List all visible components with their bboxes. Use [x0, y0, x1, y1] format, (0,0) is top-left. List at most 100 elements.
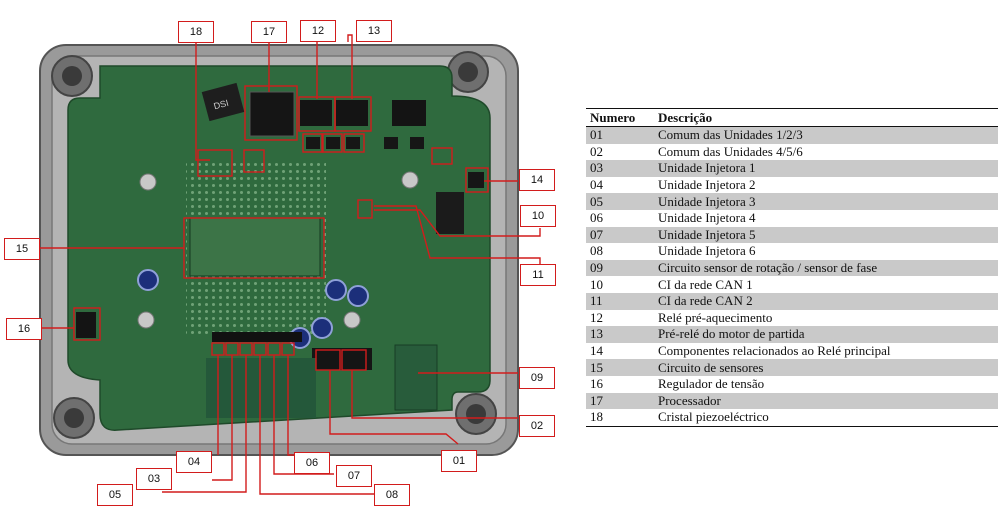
callout-15: 15 [4, 238, 40, 260]
board-screw [343, 311, 361, 329]
mosfet [384, 137, 398, 149]
callout-07: 07 [336, 465, 372, 487]
legend-row-number: 05 [586, 193, 654, 210]
legend-row-description: Unidade Injetora 3 [654, 193, 998, 210]
legend-row-number: 17 [586, 392, 654, 410]
mount-hole-bl-inner [64, 408, 84, 428]
callout-08: 08 [374, 484, 410, 506]
mosfet [306, 137, 320, 149]
legend-row: 12 Relé pré-aquecimento [586, 310, 998, 327]
callout-12: 12 [300, 20, 336, 42]
legend-row-number: 12 [590, 309, 603, 325]
mosfet [346, 137, 360, 149]
legend-row: 16 Regulador de tensão [586, 376, 998, 393]
callout-16: 16 [6, 318, 42, 340]
sensor-circuit-09 [394, 344, 438, 411]
legend-row-number: 14 [590, 343, 603, 359]
legend-row-number: 03 [586, 160, 654, 177]
board-screw [137, 311, 155, 329]
legend-header-number: Numero [586, 108, 654, 127]
legend-row-description: CI da rede CAN 2 [654, 292, 998, 310]
legend-row-description: Componentes relacionados ao Relé princip… [658, 343, 891, 359]
dsi-chip [201, 82, 245, 122]
legend-row: 14 Componentes relacionados ao Relé princ… [586, 343, 998, 360]
legend-row-description: Processador [654, 392, 998, 410]
callout-18: 18 [178, 21, 214, 43]
legend-header-description: Descrição [654, 108, 998, 127]
legend-row-number: 09 [586, 259, 654, 277]
callout-06: 06 [294, 452, 330, 474]
legend-row-number: 04 [590, 177, 603, 193]
injector-driver-row [212, 332, 302, 342]
callout-14: 14 [519, 169, 555, 191]
callout-10: 10 [520, 205, 556, 227]
legend-row: 02 Comum das Unidades 4/5/6 [586, 144, 998, 161]
leader-lines [38, 34, 541, 495]
callout-13: 13 [356, 20, 392, 42]
legend-row-number: 16 [590, 376, 603, 392]
legend-row-description: Regulador de tensão [658, 376, 765, 392]
legend-row: 04 Unidade Injetora 2 [586, 177, 998, 194]
callout-09: 09 [519, 367, 555, 389]
connector-bank [436, 192, 464, 234]
relay-block [336, 100, 368, 126]
ecu-board-diagram: DSI [38, 34, 541, 495]
legend-row-number: 06 [590, 210, 603, 226]
relay-block [300, 100, 332, 126]
legend-row-description: Unidade Injetora 6 [658, 243, 756, 259]
legend-row-description: Pré-relé do motor de partida [654, 326, 998, 343]
callout-05: 05 [97, 484, 133, 506]
processor-chip [249, 91, 295, 137]
injector-outputs [206, 358, 316, 418]
legend-row-description: Unidade Injetora 2 [658, 177, 756, 193]
legend-row-number: 02 [590, 143, 603, 159]
legend-row-number: 07 [586, 226, 654, 244]
callout-11: 11 [520, 264, 556, 286]
capacitor [325, 279, 347, 301]
capacitor [347, 285, 369, 307]
board-screw [401, 171, 419, 189]
callout-04: 04 [176, 451, 212, 473]
callout-03: 03 [136, 468, 172, 490]
legend-row-description: Circuito de sensores [654, 359, 998, 376]
legend-row-number: 18 [586, 409, 654, 427]
legend-row-number: 11 [586, 292, 654, 310]
legend-row-description: Unidade Injetora 1 [654, 160, 998, 177]
legend-header-row: Numero Descrição [586, 108, 998, 127]
legend-row-number: 01 [586, 126, 654, 144]
dsi-chip-marking: DSI [213, 98, 230, 112]
capacitor [311, 317, 333, 339]
legend-row-description: Comum das Unidades 4/5/6 [658, 143, 803, 159]
board-screw [139, 173, 157, 191]
legend-row-description: Comum das Unidades 1/2/3 [654, 126, 998, 144]
regulator [76, 312, 96, 338]
legend-row-description: Unidade Injetora 5 [654, 226, 998, 244]
legend-row-number: 15 [586, 359, 654, 376]
legend-row-number: 13 [586, 326, 654, 343]
legend-row-description: Relé pré-aquecimento [658, 309, 773, 325]
mosfet [410, 137, 424, 149]
capacitor [137, 269, 159, 291]
callout-02: 02 [519, 415, 555, 437]
sensor-chip [189, 217, 321, 277]
legend-row-description: Circuito sensor de rotação / sensor de f… [654, 259, 998, 277]
callout-01: 01 [441, 450, 477, 472]
mount-hole-tr-inner [458, 62, 478, 82]
legend-row-description: Cristal piezoeléctrico [654, 409, 998, 427]
legend-row-number: 10 [590, 276, 603, 292]
mosfet [468, 172, 484, 188]
